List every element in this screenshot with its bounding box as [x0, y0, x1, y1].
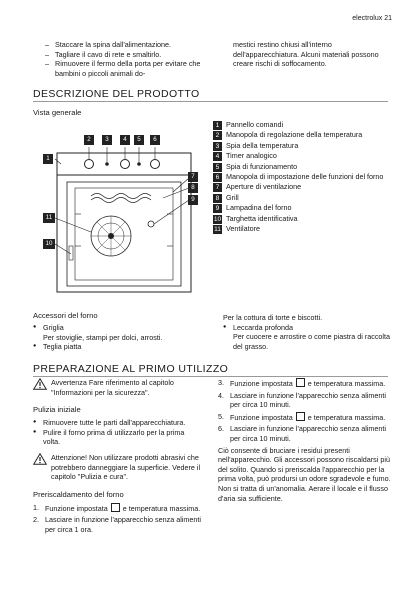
diagram-callout-2: 2: [84, 135, 94, 145]
safety-warning: Avvertenza Fare riferimento al capitolo …: [32, 377, 203, 397]
list-item: Griglia Per stoviglie, stampi per dolci,…: [33, 323, 203, 342]
list-item: Leccarda profonda Per cuocere e arrostir…: [223, 323, 393, 352]
first-use-right-column: 3.Funzione impostata e temperatura massi…: [218, 378, 393, 503]
subsection-title-cleaning: Pulizia iniziale: [33, 405, 81, 415]
accessory-description: Per stoviglie, stampi per dolci, arrosti…: [43, 332, 163, 342]
diagram-callout-8: 8: [188, 183, 198, 193]
accessory-description: Per la cottura di torte e biscotti.: [223, 313, 323, 322]
accessory-name: Teglia piatta: [43, 342, 82, 352]
list-item: 4.Lasciare in funzione l'apparecchio sen…: [218, 390, 386, 410]
preheat-explanation: Ciò consente di bruciare i residui prese…: [218, 445, 391, 503]
subsection-title-general-view: Vista generale: [33, 108, 82, 117]
caution-note: Attenzione! Non utilizzare prodotti abra…: [32, 452, 203, 482]
subsection-title-preheating: Preriscaldamento del forno: [33, 489, 124, 499]
diagram-callout-5: 5: [134, 135, 144, 145]
section-divider: [33, 101, 388, 102]
page-number: 21: [384, 15, 392, 22]
list-item: 6.Lasciare in funzione l'apparecchio sen…: [218, 424, 386, 443]
preheat-steps-left: 1.Funzione impostata e temperatura massi…: [33, 502, 203, 535]
disposal-list: Staccare la spina dall'alimentazione. Ta…: [45, 40, 205, 78]
preheat-steps-right: 3.Funzione impostata e temperatura massi…: [218, 378, 393, 444]
oven-diagram: 2 3 4 5 6 1 7 8 9 11 10: [33, 126, 203, 306]
conventional-function-icon: [110, 502, 120, 512]
list-item: 5.Funzione impostata e temperatura massi…: [218, 411, 386, 422]
fan-function-icon: [295, 411, 305, 421]
oven-drawing: [54, 147, 192, 293]
section-title-product-description: DESCRIZIONE DEL PRODOTTO: [33, 88, 200, 100]
subsection-title-accessories: Accessori del forno: [33, 311, 98, 320]
section-divider: [33, 376, 388, 377]
list-item: Tagliare il cavo di rete e smaltirlo.: [45, 50, 205, 60]
diagram-callout-11: 11: [43, 213, 55, 223]
diagram-callout-9: 9: [188, 195, 198, 205]
caution-icon: [32, 452, 48, 468]
accessories-list-right: Per la cottura di torte e biscotti. Lecc…: [223, 313, 393, 351]
list-item: Teglia piatta: [33, 342, 203, 352]
diagram-callout-3: 3: [102, 135, 112, 145]
diagram-callout-4: 4: [120, 135, 130, 145]
disposal-continued-text: mestici restino chiusi all'interno dell'…: [233, 40, 379, 69]
diagram-callout-6: 6: [150, 135, 160, 145]
list-item: Rimuovere tutte le parti dall'apparecchi…: [33, 418, 203, 428]
diagram-callout-7: 7: [188, 172, 198, 182]
cleaning-list: Rimuovere tutte le parti dall'apparecchi…: [33, 418, 203, 447]
accessories-list-left: Griglia Per stoviglie, stampi per dolci,…: [33, 323, 203, 352]
page-header: electrolux 21: [352, 14, 392, 24]
first-use-left-column: Avvertenza Fare riferimento al capitolo …: [32, 377, 203, 537]
diagram-callout-10: 10: [43, 239, 55, 249]
accessory-name: Griglia: [43, 323, 64, 332]
diagram-callout-1: 1: [43, 154, 53, 164]
list-item: Rimuovere il fermo della porta per evita…: [45, 59, 205, 78]
accessory-name: Leccarda profonda: [233, 322, 293, 332]
grill-function-icon: [295, 378, 305, 387]
accessory-description: Per cuocere e arrostire o come piastra d…: [233, 332, 390, 351]
list-item: Staccare la spina dall'alimentazione.: [45, 40, 205, 50]
section-title-first-use: PREPARAZIONE AL PRIMO UTILIZZO: [33, 363, 229, 375]
list-item: Pulire il forno prima di utilizzarlo per…: [33, 428, 203, 447]
list-item: 2.Lasciare in funzione l'apparecchio sen…: [33, 515, 201, 534]
list-item: 3.Funzione impostata e temperatura massi…: [218, 378, 386, 388]
brand-name: electrolux: [352, 15, 383, 22]
warning-icon: [32, 377, 48, 393]
list-item: 1.Funzione impostata e temperatura massi…: [33, 502, 201, 513]
